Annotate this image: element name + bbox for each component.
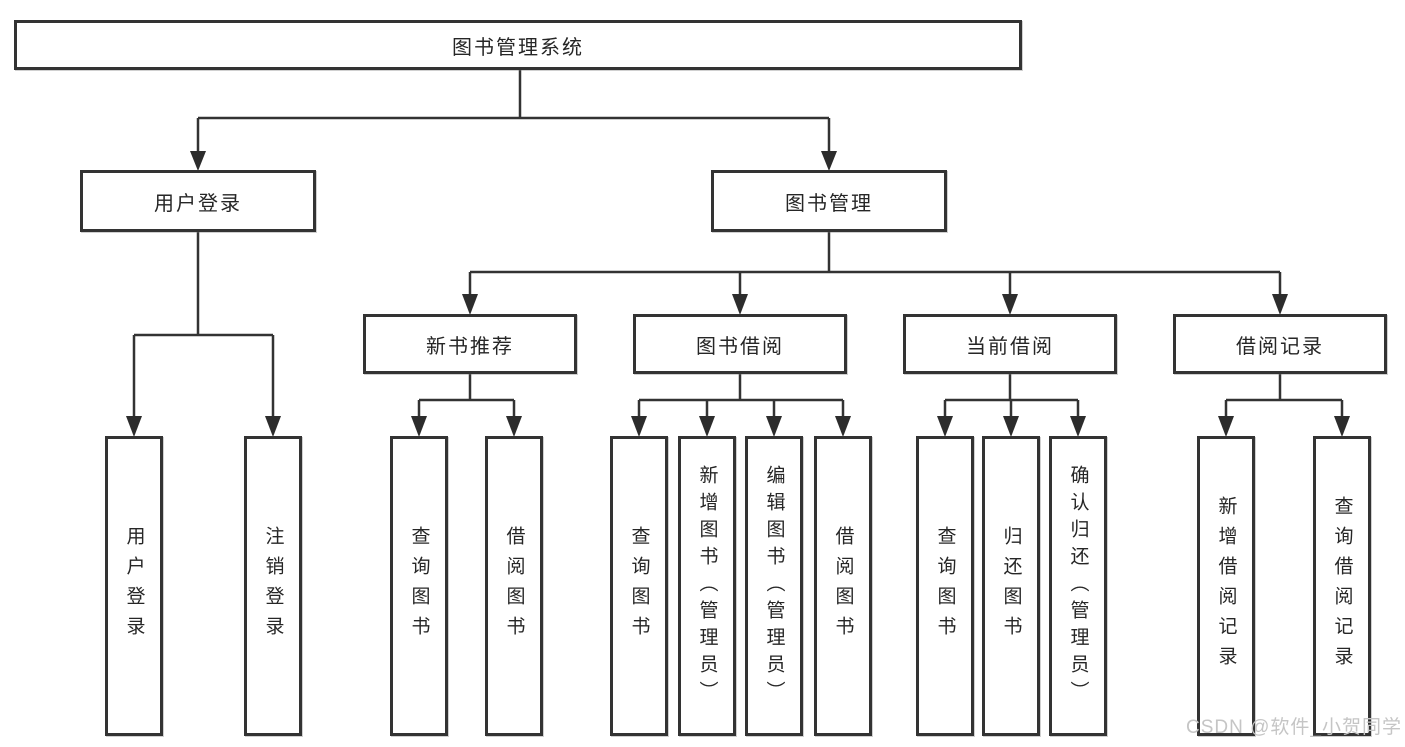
node-book-borrowing-label: 图书借阅 bbox=[696, 335, 784, 358]
node-root: 图书管理系统 bbox=[14, 20, 1022, 70]
node-new-book-recommend: 新书推荐 bbox=[363, 314, 577, 374]
connector-borrow-record-to-leaves bbox=[1224, 374, 1344, 417]
connector-new-book-rec-to-leaves bbox=[417, 374, 516, 417]
node-book-management: 图书管理 bbox=[711, 170, 947, 232]
leaf-bb-borrow-books-label: 借阅图书 bbox=[832, 526, 854, 646]
watermark: CSDN @软件_小贺同学 bbox=[1186, 717, 1402, 738]
leaf-nbr-query-books-label: 查询图书 bbox=[408, 526, 430, 646]
node-current-borrowing: 当前借阅 bbox=[903, 314, 1117, 374]
leaf-user-login: 用户登录 bbox=[105, 436, 163, 736]
leaf-cb-query-books: 查询图书 bbox=[916, 436, 974, 736]
leaf-cb-confirm-return-admin-label: 确认归还（管理员） bbox=[1067, 464, 1089, 708]
leaf-nbr-borrow-books-label: 借阅图书 bbox=[503, 526, 525, 646]
leaf-nbr-query-books: 查询图书 bbox=[390, 436, 448, 736]
leaf-user-login-label: 用户登录 bbox=[123, 526, 145, 646]
node-borrowing-records: 借阅记录 bbox=[1173, 314, 1387, 374]
leaf-bb-edit-books-admin: 编辑图书（管理员） bbox=[745, 436, 803, 736]
node-current-borrowing-label: 当前借阅 bbox=[966, 335, 1054, 358]
arrowheads-level3 bbox=[462, 294, 1288, 315]
leaf-cb-return-books-label: 归还图书 bbox=[1000, 526, 1022, 646]
connector-current-borrow-to-leaves bbox=[943, 374, 1080, 417]
arrowheads-level2 bbox=[190, 151, 837, 171]
node-root-label: 图书管理系统 bbox=[452, 36, 584, 59]
node-user-login-group-label: 用户登录 bbox=[154, 192, 242, 215]
leaf-bb-edit-books-admin-label: 编辑图书（管理员） bbox=[763, 464, 785, 708]
node-book-management-label: 图书管理 bbox=[785, 192, 873, 215]
node-new-book-recommend-label: 新书推荐 bbox=[426, 335, 514, 358]
arrowheads-borrow-record-leaves bbox=[1218, 416, 1350, 437]
arrowheads-new-book-rec-leaves bbox=[411, 416, 522, 437]
leaf-cb-return-books: 归还图书 bbox=[982, 436, 1040, 736]
connector-book-borrow-to-leaves bbox=[637, 374, 845, 417]
leaf-br-query-record: 查询借阅记录 bbox=[1313, 436, 1371, 736]
arrowheads-user-login-leaves bbox=[126, 416, 281, 437]
leaf-logout-label: 注销登录 bbox=[262, 526, 284, 646]
leaf-cb-confirm-return-admin: 确认归还（管理员） bbox=[1049, 436, 1107, 736]
arrowheads-book-borrow-leaves bbox=[631, 416, 851, 437]
node-book-borrowing: 图书借阅 bbox=[633, 314, 847, 374]
leaf-br-query-record-label: 查询借阅记录 bbox=[1331, 496, 1353, 676]
leaf-logout: 注销登录 bbox=[244, 436, 302, 736]
leaf-nbr-borrow-books: 借阅图书 bbox=[485, 436, 543, 736]
node-user-login-group: 用户登录 bbox=[80, 170, 316, 232]
leaf-bb-query-books: 查询图书 bbox=[610, 436, 668, 736]
leaf-br-add-record: 新增借阅记录 bbox=[1197, 436, 1255, 736]
leaf-bb-query-books-label: 查询图书 bbox=[628, 526, 650, 646]
leaf-cb-query-books-label: 查询图书 bbox=[934, 526, 956, 646]
leaf-bb-add-books-admin: 新增图书（管理员） bbox=[678, 436, 736, 736]
leaf-bb-add-books-admin-label: 新增图书（管理员） bbox=[696, 464, 718, 708]
connector-root-to-level2 bbox=[196, 70, 831, 152]
leaf-bb-borrow-books: 借阅图书 bbox=[814, 436, 872, 736]
leaf-br-add-record-label: 新增借阅记录 bbox=[1215, 496, 1237, 676]
connector-user-login-to-leaves bbox=[132, 232, 275, 417]
node-borrowing-records-label: 借阅记录 bbox=[1236, 335, 1324, 358]
connector-book-mgmt-to-level3 bbox=[468, 232, 1282, 295]
arrowheads-current-borrow-leaves bbox=[937, 416, 1086, 437]
